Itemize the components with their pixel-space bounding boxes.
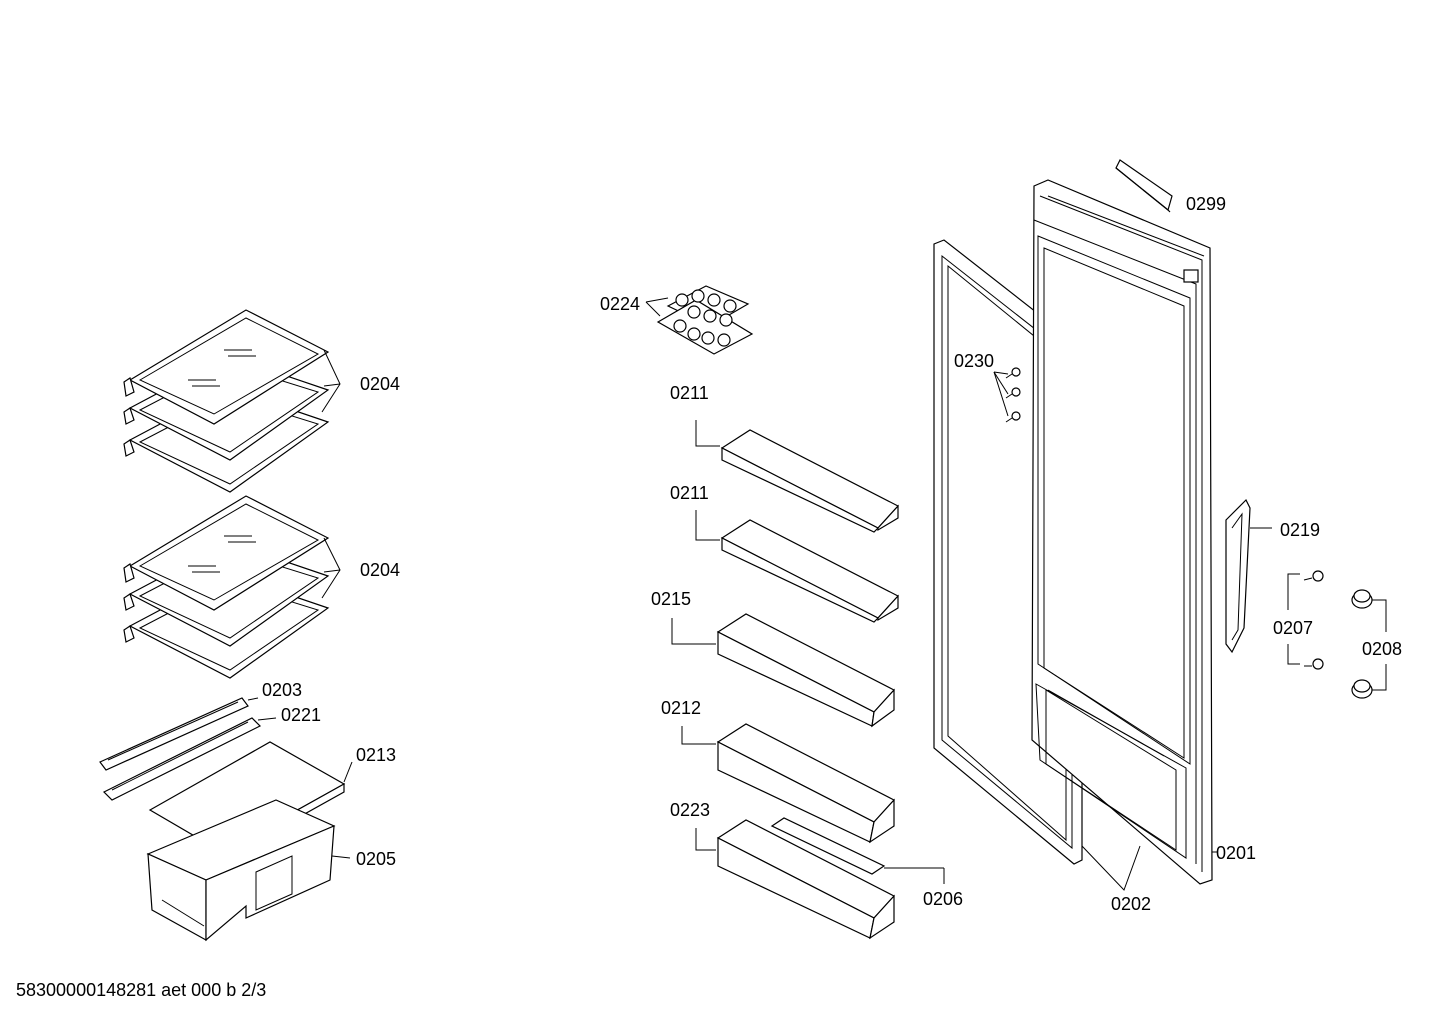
door-shelf-c xyxy=(671,613,895,728)
drawer xyxy=(146,799,351,942)
label-door-shelf-d: 0212 xyxy=(661,698,701,718)
label-door: 0201 xyxy=(1216,843,1256,863)
door-shelf-b xyxy=(695,510,899,623)
egg-trays xyxy=(645,285,754,355)
door-handle xyxy=(1225,498,1272,654)
label-shelf-divider: 0206 xyxy=(923,889,963,909)
strip-0221 xyxy=(102,717,277,801)
label-label-plate: 0299 xyxy=(1186,194,1226,214)
label-door-shelf-e: 0223 xyxy=(670,800,710,820)
label-screws: 0230 xyxy=(954,351,994,371)
label-door-shelf-c: 0215 xyxy=(651,589,691,609)
handle-screws xyxy=(1287,570,1324,670)
label-handle-screws: 0207 xyxy=(1273,618,1313,638)
door-shelf-a xyxy=(695,420,899,533)
door-shelf-d xyxy=(681,723,895,844)
glass-shelf-stack-lower xyxy=(123,495,341,679)
label-strip-0221: 0221 xyxy=(281,705,321,725)
label-door-shelf-b: 0211 xyxy=(670,483,709,503)
label-shelf-glass-lower: 0204 xyxy=(360,560,400,580)
shelf-divider xyxy=(770,817,945,884)
label-cover-plate: 0213 xyxy=(356,745,396,765)
label-door-seal: 0202 xyxy=(1111,894,1151,914)
drawing-reference-footer: 58300000148281 aet 000 b 2/3 xyxy=(16,980,267,1000)
label-shelf-glass-upper: 0204 xyxy=(360,374,400,394)
door xyxy=(1031,179,1218,885)
glass-shelf-stack-upper xyxy=(123,309,341,493)
strip-0203 xyxy=(99,697,259,771)
label-plate xyxy=(1115,159,1173,213)
label-strip-0203: 0203 xyxy=(262,680,302,700)
label-handle: 0219 xyxy=(1280,520,1320,540)
screws-0230 xyxy=(993,367,1021,423)
label-egg-tray: 0224 xyxy=(600,294,640,314)
label-caps: 0208 xyxy=(1362,639,1402,659)
label-door-shelf-a: 0211 xyxy=(670,383,709,403)
caps xyxy=(1351,589,1387,699)
label-drawer: 0205 xyxy=(356,849,396,869)
door-shelf-e xyxy=(695,819,895,940)
